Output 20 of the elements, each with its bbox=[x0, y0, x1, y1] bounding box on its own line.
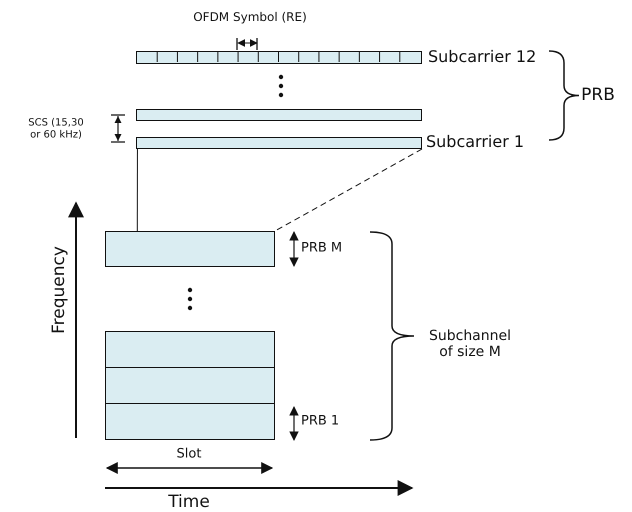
axis-label: Frequency bbox=[50, 246, 70, 334]
prb-label: PRB 1 bbox=[301, 414, 340, 430]
subcarrier-label: Subcarrier 1 bbox=[426, 132, 524, 152]
leader-line bbox=[136, 148, 138, 232]
resource-block bbox=[105, 367, 275, 404]
dashed-leader-line bbox=[274, 148, 422, 232]
label: Subchannel of size M bbox=[428, 328, 512, 360]
label: Slot bbox=[176, 448, 202, 462]
resource-block bbox=[105, 231, 275, 267]
subcarrier-label: Subcarrier 12 bbox=[428, 48, 536, 66]
label: PRB bbox=[581, 86, 615, 106]
label: Time bbox=[168, 493, 210, 512]
subcarrier-bar bbox=[136, 137, 422, 149]
label: OFDM Symbol (RE) bbox=[193, 11, 307, 25]
resource-block bbox=[105, 331, 275, 368]
subcarrier-bar bbox=[136, 109, 422, 121]
subcarrier-bar bbox=[136, 51, 422, 64]
prb-label: PRB M bbox=[301, 242, 342, 256]
label: SCS (15,30 or 60 kHz) bbox=[27, 118, 85, 140]
resource-block bbox=[105, 403, 275, 440]
